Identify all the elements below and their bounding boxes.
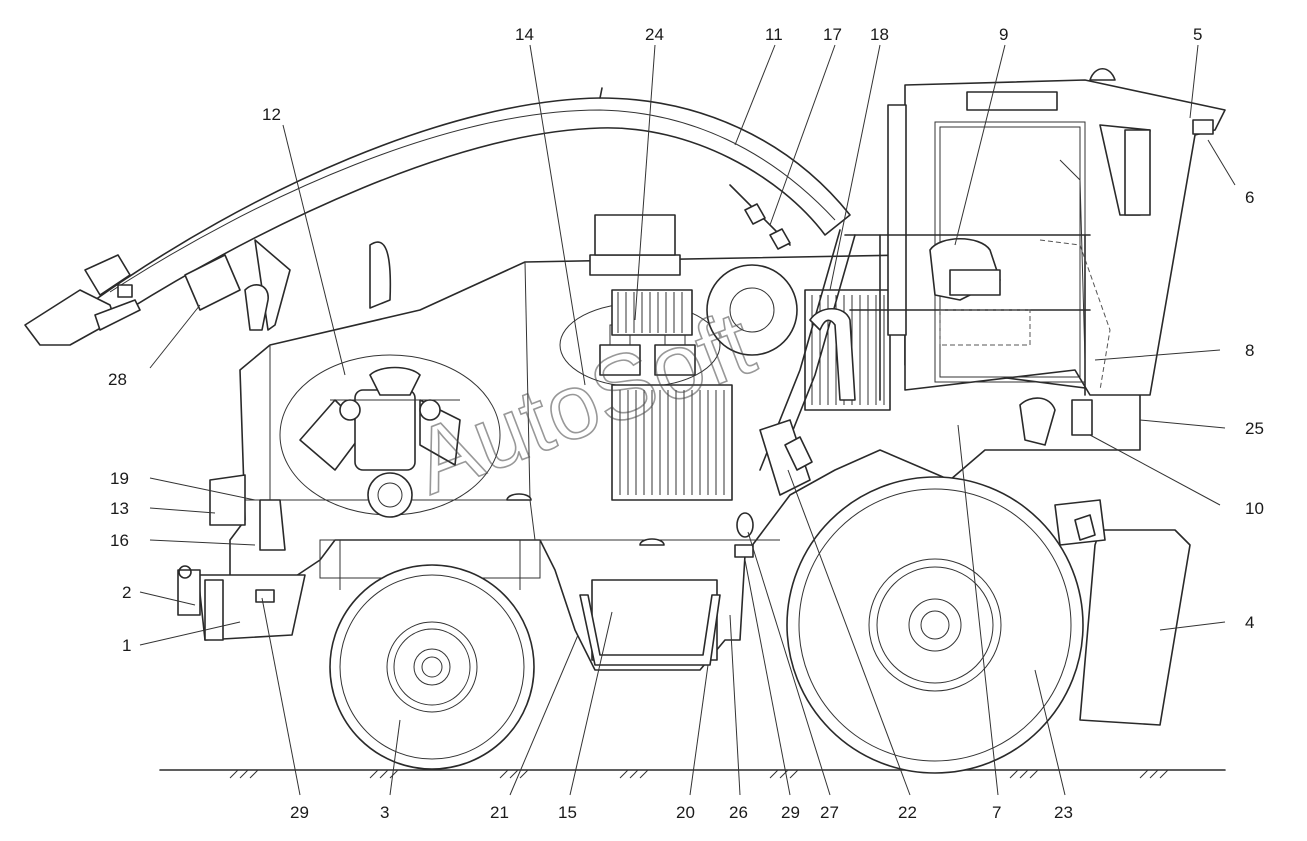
label-8: 8: [1245, 341, 1254, 360]
label-10: 10: [1245, 499, 1264, 518]
label-27: 27: [820, 803, 839, 822]
label-24: 24: [645, 25, 664, 44]
label-29-right: 29: [781, 803, 800, 822]
label-20: 20: [676, 803, 695, 822]
label-16: 16: [110, 531, 129, 550]
operator-cab: [844, 67, 1226, 401]
label-28: 28: [108, 370, 127, 389]
label-29-left: 29: [290, 803, 309, 822]
label-18: 18: [870, 25, 889, 44]
engine-cutaway: [279, 354, 501, 518]
rear-wheel: [329, 564, 535, 770]
label-23: 23: [1054, 803, 1073, 822]
header-mount: [1054, 499, 1191, 726]
fuel-filter-cutaway: [559, 264, 891, 501]
label-9: 9: [999, 25, 1008, 44]
label-4: 4: [1245, 613, 1254, 632]
label-7: 7: [992, 803, 1001, 822]
label-1: 1: [122, 636, 131, 655]
label-26: 26: [729, 803, 748, 822]
label-2: 2: [122, 583, 131, 602]
label-19: 19: [110, 469, 129, 488]
label-21: 21: [490, 803, 509, 822]
label-12: 12: [262, 105, 281, 124]
discharge-spout: [24, 87, 851, 346]
label-25: 25: [1245, 419, 1264, 438]
label-11: 11: [765, 25, 783, 44]
access-ladder: [734, 229, 1093, 558]
ground: [159, 769, 1226, 779]
front-wheel: [786, 476, 1084, 774]
label-17: 17: [823, 25, 842, 44]
leader-lines: [139, 44, 1236, 796]
label-14: 14: [515, 25, 534, 44]
label-15: 15: [558, 803, 577, 822]
label-3: 3: [380, 803, 389, 822]
label-22: 22: [898, 803, 917, 822]
label-6: 6: [1245, 188, 1254, 207]
label-5: 5: [1193, 25, 1202, 44]
callout-labels: 14 24 11 17 18 9 5 12 28 19 13 16 2 1 6 …: [108, 25, 1264, 822]
label-13: 13: [110, 499, 129, 518]
